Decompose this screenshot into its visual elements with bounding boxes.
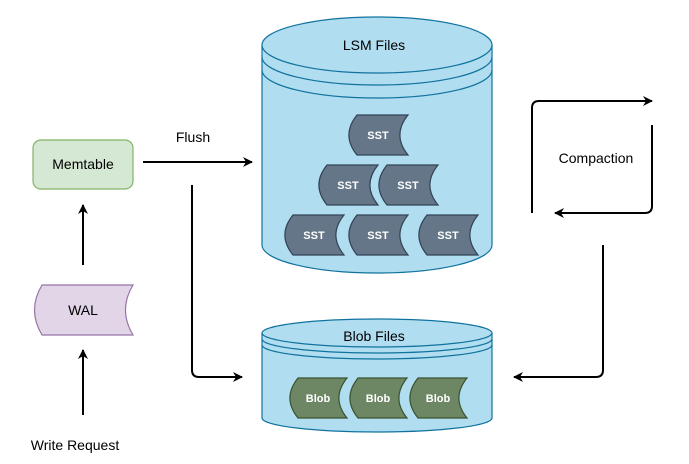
compaction-bottom-arrow	[554, 125, 653, 218]
blob-block-shape	[349, 377, 409, 419]
sst-block: SST	[378, 164, 440, 206]
memtable-label: Memtable	[52, 156, 114, 172]
sst-block-label: SST	[367, 130, 389, 142]
sst-block-shape	[348, 214, 410, 256]
blob-files-label: Blob Files	[343, 328, 404, 344]
compaction-top-arrow	[531, 96, 653, 213]
sst-blocks: SST SST SST SST SST SST	[284, 114, 480, 256]
sst-block-label: SST	[437, 230, 459, 242]
memtable-node: Memtable	[32, 139, 134, 190]
blob-block: Blob	[349, 377, 409, 419]
sst-block: SST	[348, 114, 410, 156]
blob-blocks: Blob Blob Blob	[289, 377, 469, 419]
blob-block: Blob	[409, 377, 469, 419]
compaction-label: Compaction	[559, 150, 634, 166]
lsm-files-label: LSM Files	[343, 37, 405, 53]
compaction-to-blob-arrow	[513, 245, 604, 382]
sst-block-shape	[378, 164, 440, 206]
blob-block-label: Blob	[426, 393, 451, 405]
sst-block-shape	[284, 214, 346, 256]
blob-block-label: Blob	[306, 393, 331, 405]
wal-label: WAL	[68, 302, 98, 318]
blob-block-shape	[409, 377, 469, 419]
flush-to-blob-arrow	[191, 185, 243, 382]
blob-block: Blob	[289, 377, 349, 419]
sst-block-label: SST	[303, 230, 325, 242]
sst-block: SST	[318, 164, 380, 206]
blob-block-label: Blob	[366, 393, 391, 405]
sst-block-label: SST	[367, 230, 389, 242]
flush-label: Flush	[176, 129, 210, 145]
write-request-label: Write Request	[31, 437, 120, 453]
sst-block-shape	[418, 214, 480, 256]
sst-block-shape	[318, 164, 380, 206]
sst-block-shape	[348, 114, 410, 156]
sst-block-label: SST	[397, 180, 419, 192]
sst-block-label: SST	[337, 180, 359, 192]
sst-block: SST	[418, 214, 480, 256]
sst-block: SST	[284, 214, 346, 256]
wal-node: WAL	[33, 284, 135, 336]
blob-block-shape	[289, 377, 349, 419]
sst-block: SST	[348, 214, 410, 256]
